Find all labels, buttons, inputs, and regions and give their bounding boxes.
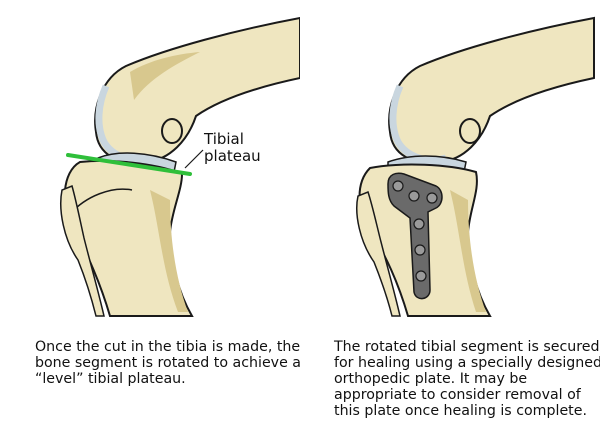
tibial-plateau-line (66, 153, 192, 176)
fibula-bone (60, 184, 105, 317)
label-leader-line (184, 149, 204, 169)
tibia-shadow (150, 190, 188, 312)
screw-1 (392, 180, 404, 192)
screw-3 (426, 192, 438, 204)
femur-shadow (130, 52, 200, 100)
patella-bone (161, 118, 183, 144)
knee-illustration-left (60, 16, 300, 317)
knee-illustration-right (356, 16, 595, 317)
screw-6 (415, 270, 427, 282)
after-plating-figure (300, 0, 600, 330)
caption-left: Once the cut in the tibia is made, the b… (35, 339, 302, 387)
tibia-shadow (450, 190, 486, 312)
femur-bone (94, 16, 300, 164)
tibial-plateau-label-text: Tibial plateau (204, 130, 261, 165)
plate-screws (392, 180, 438, 282)
screw-2 (408, 190, 420, 202)
femur-bone (388, 16, 595, 164)
tibial-plateau-label: Tibial plateau (204, 131, 294, 165)
screw-5 (414, 244, 426, 256)
before-rotation-figure: Tibial plateau (0, 0, 300, 330)
orthopedic-plate (387, 172, 443, 300)
patella-bone (459, 118, 481, 144)
fibula-bone (356, 191, 401, 317)
caption-right: The rotated tibial segment is secured fo… (334, 339, 600, 419)
screw-4 (413, 218, 425, 230)
